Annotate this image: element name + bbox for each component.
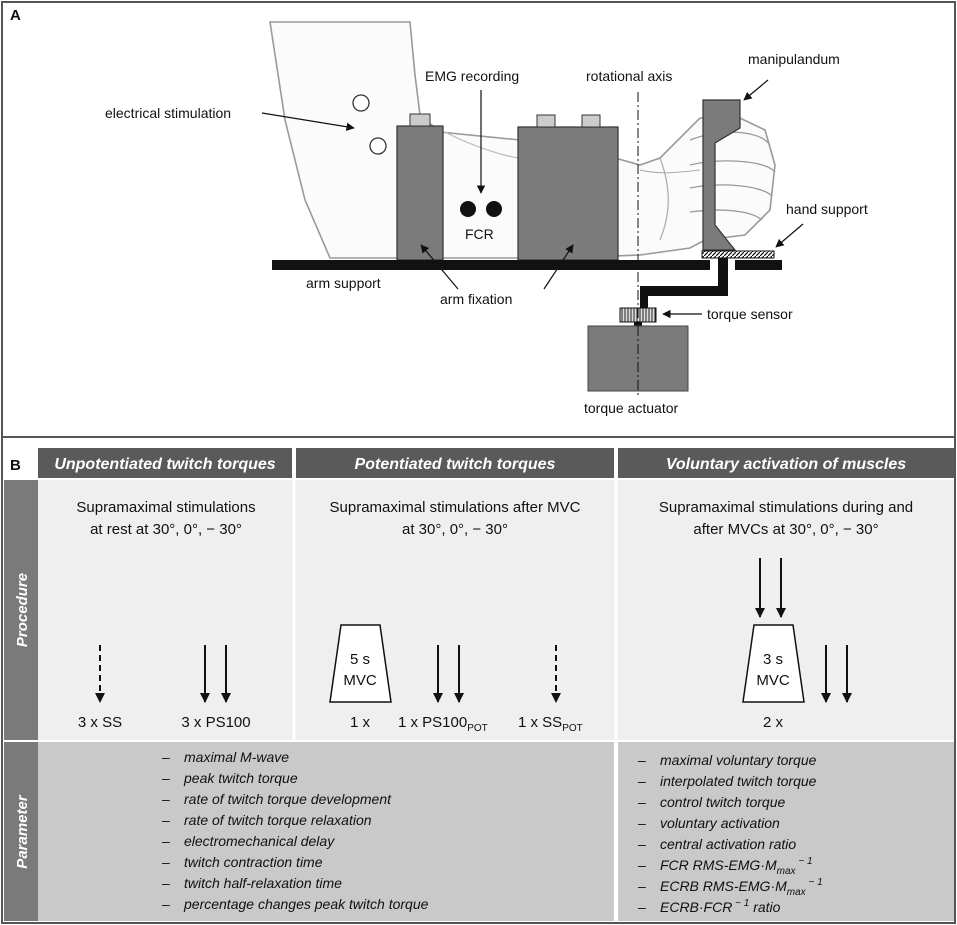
mvc-trapezoid-5s [329, 624, 392, 703]
procedure-row [38, 480, 954, 740]
param-right-1: maximal voluntary torque [660, 752, 817, 768]
proc-col2-line2: at 30°, 0°, − 30° [402, 521, 508, 538]
param-left-7: twitch half-relaxation time [184, 875, 342, 891]
param-left-4: rate of twitch torque relaxation [184, 812, 372, 828]
parameter-cell-right [618, 742, 954, 921]
dash-left-1: – [162, 749, 170, 765]
label-3x-ss: 3 x SS [78, 714, 122, 731]
proc-col3-line2: after MVCs at 30°, 0°, − 30° [693, 521, 878, 538]
dash-right-7: – [638, 878, 646, 894]
arrow-electrical-stimulation [261, 112, 355, 131]
proc-col2-line1: Supramaximal stimulations after MVC [330, 499, 581, 516]
dash-left-7: – [162, 875, 170, 891]
dash-left-3: – [162, 791, 170, 807]
header-voluntary-activation: Voluntary activation of muscles [666, 456, 906, 473]
param-right-5: central activation ratio [660, 836, 796, 852]
param-left-2: peak twitch torque [183, 770, 298, 786]
dash-left-6: – [162, 854, 170, 870]
proc-col3-line1: Supramaximal stimulations during and [659, 499, 913, 516]
label-1x: 1 x [350, 714, 371, 731]
panel-a-letter: A [10, 7, 21, 24]
panel-b-letter: B [10, 457, 21, 474]
proc-col1-line2: at rest at 30°, 0°, − 30° [90, 521, 242, 538]
row-label-procedure: Procedure [14, 573, 31, 647]
label-electrical-stimulation: electrical stimulation [105, 105, 231, 121]
label-1x-ps100pot: 1 x PS100POT [398, 714, 488, 734]
arrow-arm-fixation-left [420, 244, 459, 290]
parameter-list-left: – maximal M-wave – peak twitch torque – … [162, 749, 429, 912]
emg-electrode-1 [460, 201, 476, 217]
param-right-2: interpolated twitch torque [660, 773, 817, 789]
dash-left-8: – [162, 896, 170, 912]
manipulandum [702, 99, 741, 251]
label-manipulandum: manipulandum [748, 51, 840, 67]
parameter-cell-left [38, 742, 614, 921]
dash-right-3: – [638, 794, 646, 810]
label-arm-support: arm support [306, 275, 381, 291]
param-right-4: voluntary activation [660, 815, 780, 831]
label-emg-recording: EMG recording [425, 68, 519, 84]
dash-left-2: – [162, 770, 170, 786]
label-1x-sspot: 1 x SSPOT [518, 714, 583, 734]
param-right-7: ECRB RMS-EMG·Mmax − 1 [660, 877, 823, 898]
header-potentiated: Potentiated twitch torques [355, 456, 556, 473]
label-2x: 2 x [763, 714, 784, 731]
label-arm-fixation: arm fixation [440, 291, 512, 307]
dash-right-6: – [638, 857, 646, 873]
arrow-manipulandum [743, 79, 769, 101]
arrow-hand-support [775, 223, 804, 248]
mvc-5s-line2: MVC [343, 672, 377, 689]
param-right-3: control twitch torque [660, 794, 785, 810]
arm-support-bar [272, 260, 710, 270]
param-left-3: rate of twitch torque development [184, 791, 392, 807]
dash-left-5: – [162, 833, 170, 849]
header-cell-3 [618, 448, 954, 478]
stim-electrode-1 [352, 94, 370, 112]
dash-right-4: – [638, 815, 646, 831]
mvc-3s-line2: MVC [756, 672, 790, 689]
dash-right-1: – [638, 752, 646, 768]
arm-fixation-left [396, 113, 444, 261]
dash-right-5: – [638, 836, 646, 852]
param-left-8: percentage changes peak twitch torque [183, 896, 429, 912]
mvc-3s-line1: 3 s [763, 651, 783, 668]
header-unpotentiated: Unpotentiated twitch torques [54, 456, 275, 473]
arm-fixation-right [517, 114, 619, 261]
param-left-5: electromechanical delay [184, 833, 335, 849]
hand-support [701, 250, 775, 259]
mvc-trapezoid-3s [742, 624, 805, 703]
label-rotational-axis: rotational axis [586, 68, 672, 84]
dash-right-8: – [638, 899, 646, 915]
param-right-6: FCR RMS-EMG·Mmax − 1 [660, 856, 813, 877]
emg-electrode-2 [486, 201, 502, 217]
label-3x-ps100: 3 x PS100 [181, 714, 250, 731]
side-cell-procedure [4, 480, 38, 740]
param-left-6: twitch contraction time [184, 854, 323, 870]
param-left-1: maximal M-wave [184, 749, 289, 765]
label-hand-support: hand support [786, 201, 868, 217]
header-cell-1 [38, 448, 292, 478]
proc-col1-line1: Supramaximal stimulations [76, 499, 255, 516]
parameter-list-right: – maximal voluntary torque – interpolate… [638, 752, 823, 915]
side-cell-parameter [4, 742, 38, 921]
sensor-shaft [634, 322, 642, 328]
param-right-8: ECRB·FCR − 1 ratio [660, 898, 781, 915]
label-torque-sensor: torque sensor [707, 306, 793, 322]
shaft [640, 258, 728, 310]
label-fcr: FCR [465, 226, 494, 242]
stim-electrode-2 [369, 137, 387, 155]
arm-support-bar-end [735, 260, 782, 270]
header-cell-2 [296, 448, 614, 478]
dash-right-2: – [638, 773, 646, 789]
label-torque-actuator: torque actuator [584, 400, 679, 416]
arrow-arm-fixation-right [543, 244, 574, 290]
row-label-parameter: Parameter [14, 794, 31, 869]
mvc-5s-line1: 5 s [350, 651, 370, 668]
dash-left-4: – [162, 812, 170, 828]
